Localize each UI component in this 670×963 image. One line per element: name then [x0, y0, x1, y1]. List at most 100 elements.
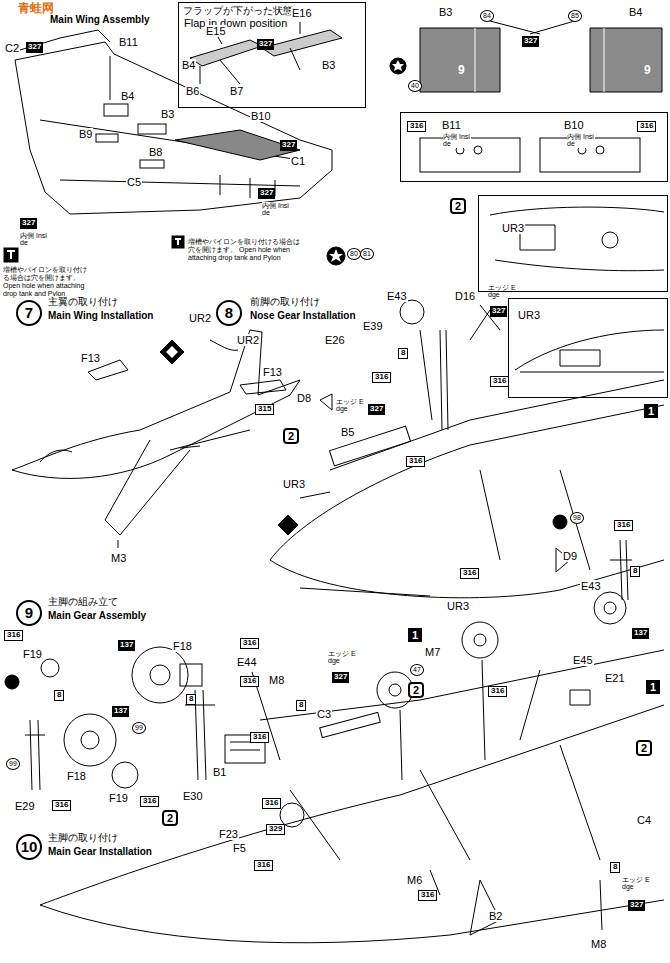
decal-number: 9 [644, 64, 651, 77]
callout-number: 81 [360, 248, 374, 260]
callout-number: 327 [368, 404, 385, 415]
callout-number: 8 [398, 348, 408, 359]
callout-number: 327 [258, 188, 275, 199]
callout-number: 316 [488, 686, 507, 697]
part-label: E16 [291, 7, 313, 19]
step-number: 10 [16, 834, 42, 860]
part-label: B10 [563, 119, 585, 131]
step-title: 主翼の取り付け [48, 296, 118, 307]
callout-number: 137 [118, 640, 135, 651]
callout-number: 316 [240, 676, 259, 687]
part-label: D9 [562, 550, 578, 562]
callout-number: 80 [347, 248, 361, 260]
callout-number: 316 [418, 890, 437, 901]
callout-number: 327 [332, 672, 349, 683]
part-label: B3 [321, 59, 336, 71]
callout-number: 8 [610, 862, 620, 873]
part-label: UR3 [446, 600, 470, 612]
part-label: C2 [4, 42, 20, 54]
symbol-number: 2 [450, 198, 466, 214]
callout-number: 327 [257, 39, 274, 50]
note-text: 増槽やパイロンを取り付ける場合は穴を開けます。 Open hole when a… [188, 238, 300, 262]
inset-box: UR3 [478, 195, 668, 292]
note-text: 内側 Inside [262, 202, 290, 217]
callout-number: 327 [280, 140, 297, 151]
note-text: エッジ Edge [328, 650, 356, 665]
callout-number: 84 [480, 10, 494, 22]
part-label: E43 [386, 290, 408, 302]
part-label: B7 [229, 85, 244, 97]
part-label: B8 [148, 146, 163, 158]
callout-number: 316 [52, 800, 71, 811]
callout-number: 316 [614, 520, 633, 531]
callout-number: 316 [254, 860, 273, 871]
part-label: C4 [636, 814, 652, 826]
part-label: F13 [262, 366, 283, 378]
part-label: B11 [441, 119, 462, 131]
step-title: Main Wing Assembly [50, 14, 150, 25]
part-label: D8 [296, 392, 312, 404]
inset-box: 316B11内側 InsideB10内側 Inside316 [400, 112, 668, 182]
part-label: B4 [628, 6, 643, 18]
part-label: B10 [250, 110, 272, 122]
note-text: 内側 Inside [567, 133, 595, 148]
part-label: B11 [118, 36, 139, 48]
part-label: E43 [580, 580, 602, 592]
callout-number: 316 [262, 798, 281, 809]
step-number: 9 [16, 600, 42, 626]
part-label: UR3 [517, 309, 541, 321]
note-text: 内側 Inside [443, 133, 471, 148]
callout-number: 327 [628, 900, 645, 911]
part-label: C5 [126, 176, 142, 188]
callout-number: 316 [240, 638, 259, 649]
part-label: B4 [120, 90, 135, 102]
part-label: F13 [80, 352, 101, 364]
step-number: 7 [16, 300, 42, 326]
part-label: UR2 [236, 334, 260, 346]
part-label: E44 [236, 656, 258, 668]
callout-number: 327 [20, 218, 37, 229]
callout-number: 8 [296, 700, 306, 711]
step-title: 主脚の取り付け [48, 832, 118, 843]
part-label: M3 [110, 552, 127, 564]
part-label: UR3 [501, 222, 525, 234]
step-number: 8 [216, 300, 242, 326]
callout-number: 316 [140, 796, 159, 807]
step-title: Main Wing Installation [48, 310, 153, 321]
part-label: C3 [316, 708, 332, 720]
part-label: B9 [78, 128, 93, 140]
callout-number: 316 [407, 121, 426, 132]
callout-number: 316 [460, 568, 479, 579]
part-label: C1 [290, 155, 306, 167]
callout-number: 329 [266, 824, 285, 835]
part-label: E30 [182, 790, 204, 802]
watermark: 青蛙网 [18, 2, 54, 15]
callout-number: 327 [26, 42, 43, 53]
callout-number: 85 [568, 10, 582, 22]
part-label: B2 [488, 910, 503, 922]
part-label: B3 [160, 108, 175, 120]
part-label: M7 [424, 646, 441, 658]
callout-number: 316 [250, 732, 269, 743]
symbol-number: 2 [408, 682, 424, 698]
callout-number: 316 [372, 372, 391, 383]
callout-number: 316 [4, 630, 23, 641]
part-label: B5 [340, 426, 355, 438]
inset-box: フラップが下がった状態Flap in down positionE16E1532… [178, 2, 366, 108]
part-label: E29 [14, 800, 36, 812]
part-label: B1 [212, 766, 227, 778]
symbol-number: 1 [644, 404, 658, 418]
step-title: 主脚の組み立て [48, 596, 118, 607]
part-label: E15 [205, 25, 227, 37]
callout-number: 316 [406, 456, 425, 467]
step-title: フラップが下がった状態 [183, 5, 293, 16]
callout-number: 40 [408, 80, 422, 92]
step-title: Main Gear Installation [48, 846, 152, 857]
inset-box: UR3 [508, 298, 668, 398]
part-label: M8 [268, 674, 285, 686]
callout-number: 99 [132, 722, 146, 734]
part-label: B4 [181, 59, 196, 71]
part-label: M8 [590, 938, 607, 950]
part-label: F18 [66, 770, 87, 782]
callout-number: 99 [6, 758, 20, 770]
